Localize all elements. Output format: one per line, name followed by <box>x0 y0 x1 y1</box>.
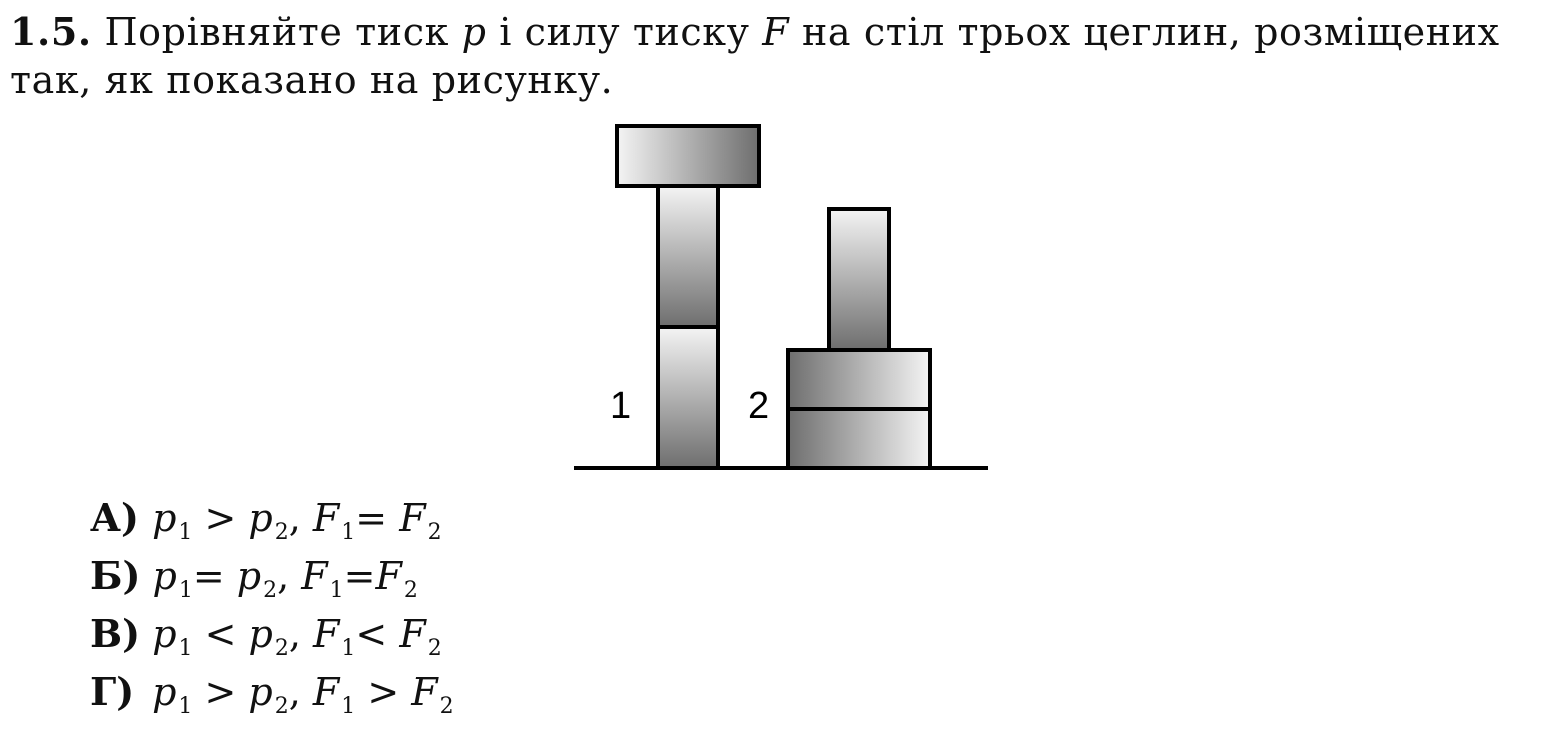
question-text-b: і силу тиску <box>499 10 750 54</box>
stack-label-1: 1 <box>610 385 631 427</box>
stack1-top-brick <box>615 124 761 188</box>
p2-symbol: p <box>236 554 262 598</box>
subscript: 2 <box>274 694 289 719</box>
stack1-bottom-brick <box>656 325 720 470</box>
p2-symbol: p <box>248 496 273 540</box>
answer-expression: p1 > p2, F1 > F2 <box>152 670 454 719</box>
answer-expression: p1 < p2, F1< F2 <box>152 612 442 661</box>
answer-letter: В) <box>90 611 141 656</box>
stack-label-2: 2 <box>748 385 769 427</box>
operator: > <box>192 670 249 714</box>
force-variable: F <box>762 10 790 54</box>
f1-symbol: F <box>301 554 328 598</box>
separator: , <box>288 670 313 714</box>
separator: , <box>288 496 313 540</box>
answer-letter: Б) <box>90 553 141 598</box>
p1-symbol: p <box>152 496 177 540</box>
p1-symbol: p <box>152 612 177 656</box>
answer-letter: Г) <box>90 669 135 714</box>
p2-symbol: p <box>248 670 273 714</box>
subscript: 2 <box>427 636 442 661</box>
p2-symbol: p <box>248 612 273 656</box>
answer-expression: p1 > p2, F1= F2 <box>152 496 442 545</box>
separator: , <box>277 554 302 598</box>
p1-symbol: p <box>152 670 177 714</box>
subscript: 2 <box>427 520 442 545</box>
answer-letter: А) <box>90 495 139 540</box>
subscript: 2 <box>403 578 418 603</box>
subscript: 2 <box>263 578 278 603</box>
stack1-middle-brick <box>656 184 720 329</box>
f2-symbol: F <box>399 612 426 656</box>
subscript: 2 <box>439 694 454 719</box>
answer-option-b[interactable]: Б) p1= p2, F1=F2 <box>90 552 454 610</box>
subscript: 1 <box>178 578 193 603</box>
f2-symbol: F <box>375 554 402 598</box>
subscript: 1 <box>178 520 193 545</box>
stack2-bottom-brick <box>786 407 932 470</box>
operator: = <box>355 496 400 540</box>
subscript: 1 <box>341 636 356 661</box>
f1-symbol: F <box>312 670 340 714</box>
p1-symbol: p <box>152 554 177 598</box>
answer-expression: p1= p2, F1=F2 <box>152 554 418 603</box>
stack2-middle-brick <box>786 348 932 411</box>
subscript: 1 <box>178 636 193 661</box>
subscript: 1 <box>178 694 193 719</box>
operator: = <box>343 554 376 598</box>
operator: > <box>355 670 412 714</box>
operator: > <box>192 496 249 540</box>
answer-options: А) p1 > p2, F1= F2 Б) p1= p2, F1=F2 В) p… <box>90 494 454 726</box>
question-number: 1.5. <box>10 9 92 54</box>
subscript: 2 <box>274 636 289 661</box>
operator: = <box>192 554 237 598</box>
question-text: 1.5. Порівняйте тиск p і силу тиску F на… <box>10 8 1555 104</box>
f1-symbol: F <box>312 496 340 540</box>
f2-symbol: F <box>411 670 438 714</box>
question-line-1: 1.5. Порівняйте тиск p і силу тиску F на… <box>10 8 1555 56</box>
separator: , <box>288 612 314 656</box>
question-text-a: Порівняйте тиск <box>104 10 449 54</box>
pressure-variable: p <box>461 10 487 54</box>
subscript: 1 <box>341 694 356 719</box>
question-line-2: так, як показано на рисунку. <box>10 58 614 102</box>
question-text-c: на стіл трьох цеглин, розміщених <box>801 10 1500 54</box>
bricks-figure: 1 2 <box>560 118 1000 478</box>
subscript: 2 <box>274 520 289 545</box>
stack2-top-brick <box>827 207 891 352</box>
operator: < <box>192 612 249 656</box>
answer-option-d[interactable]: Г) p1 > p2, F1 > F2 <box>90 668 454 726</box>
f2-symbol: F <box>399 496 426 540</box>
answer-option-a[interactable]: А) p1 > p2, F1= F2 <box>90 494 454 552</box>
f1-symbol: F <box>313 612 340 656</box>
bricks-diagram: 1 2 <box>574 124 988 470</box>
subscript: 1 <box>329 578 344 603</box>
subscript: 1 <box>341 520 356 545</box>
answer-option-c[interactable]: В) p1 < p2, F1< F2 <box>90 610 454 668</box>
operator: < <box>355 612 400 656</box>
